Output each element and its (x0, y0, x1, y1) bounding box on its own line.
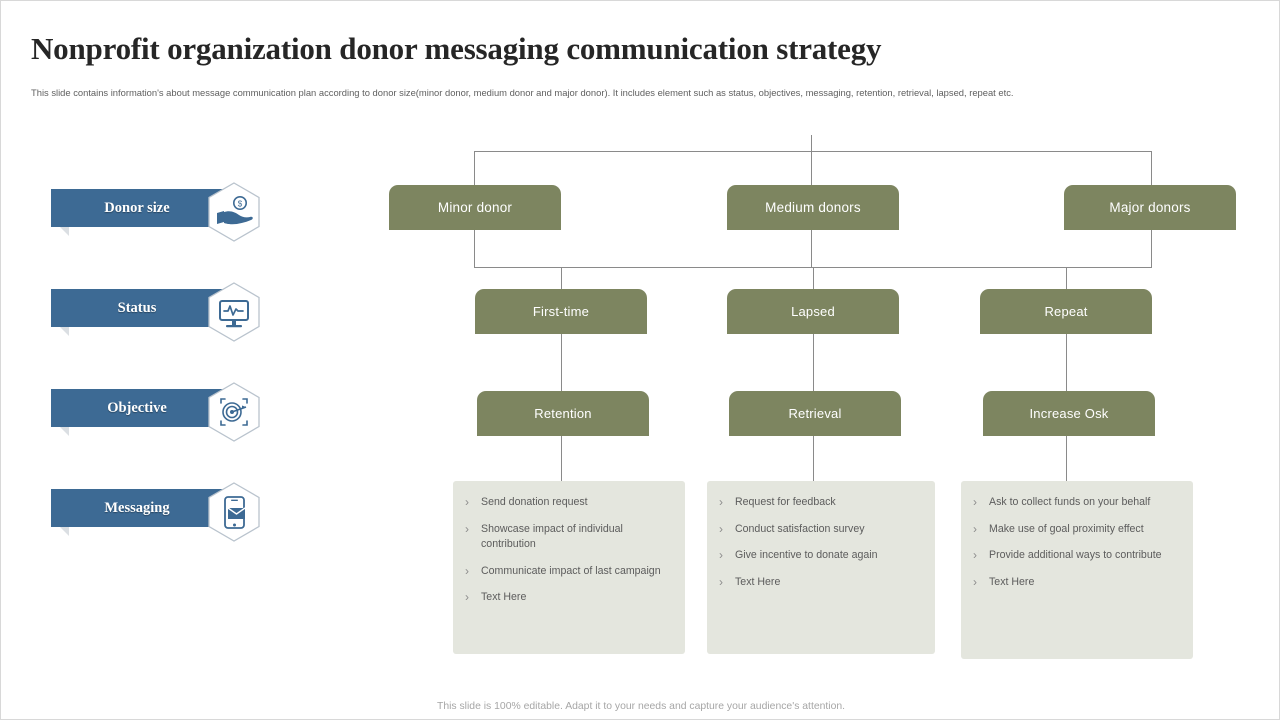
node-status-repeat[interactable]: Repeat (980, 289, 1152, 334)
node-status-lapsed[interactable]: Lapsed (727, 289, 899, 334)
list-item-label: Give incentive to donate again (735, 549, 878, 561)
sidebar-item-label: Objective (107, 399, 167, 416)
chevron-right-icon: › (465, 563, 469, 578)
connector-top-bus (474, 151, 1152, 152)
connector-l3-right (1066, 334, 1067, 391)
sidebar-item-objective[interactable]: Objective (51, 381, 276, 443)
list-item-label: Provide additional ways to contribute (989, 549, 1162, 561)
connector-top-left (474, 151, 475, 185)
list-item-label: Send donation request (481, 496, 588, 508)
hand-holding-dollar-icon: $ (203, 181, 265, 243)
list-item[interactable]: › Give incentive to donate again (719, 548, 923, 564)
list-item[interactable]: › Text Here (973, 575, 1181, 591)
list-item-label: Make use of goal proximity effect (989, 522, 1144, 535)
sidebar-item-label: Messaging (104, 499, 170, 516)
node-donor-size-medium[interactable]: Medium donors (727, 185, 899, 230)
connector-l1-down-mid (811, 230, 812, 267)
list-item[interactable]: › Provide additional ways to contribute (973, 548, 1181, 564)
ribbon-shape (51, 489, 237, 536)
connector-top-right (1151, 151, 1152, 185)
connector-panel-left (561, 436, 562, 481)
connector-l1-down-left (474, 230, 475, 267)
node-donor-size-major[interactable]: Major donors (1064, 185, 1236, 230)
ribbon-shape (51, 189, 237, 236)
connector-l3-left (561, 334, 562, 391)
slide-footer-note: This slide is 100% editable. Adapt it to… (436, 701, 846, 712)
list-item-label: Showcase impact of individual contributi… (481, 522, 623, 551)
list-item[interactable]: › Ask to collect funds on your behalf (973, 495, 1181, 511)
page-subtitle: This slide contains information's about … (31, 87, 1014, 98)
node-objective-retention[interactable]: Retention (477, 391, 649, 436)
list-item[interactable]: › Make use of goal proximity effect (973, 522, 1181, 538)
messaging-panel-medium: › Request for feedback › Conduct satisfa… (707, 481, 935, 654)
connector-l1-down-right (1151, 230, 1152, 267)
node-objective-increase-osk[interactable]: Increase Osk (983, 391, 1155, 436)
connector-panel-right (1066, 436, 1067, 481)
chevron-right-icon: › (973, 495, 977, 509)
list-item-label: Text Here (481, 591, 527, 603)
messaging-panel-major: › Ask to collect funds on your behalf › … (961, 481, 1193, 659)
ribbon-shape (51, 389, 237, 436)
chevron-right-icon: › (465, 521, 469, 536)
connector-panel-mid (813, 436, 814, 481)
page-title: Nonprofit organization donor messaging c… (31, 31, 882, 66)
monitor-pulse-icon (203, 281, 265, 343)
connector-l3-mid (813, 334, 814, 391)
sidebar-item-label: Status (117, 299, 157, 316)
sidebar-item-messaging[interactable]: Messaging (51, 481, 276, 543)
chevron-right-icon: › (719, 574, 723, 589)
list-item[interactable]: › Showcase impact of individual contribu… (465, 522, 673, 553)
node-objective-retrieval[interactable]: Retrieval (729, 391, 901, 436)
chevron-right-icon: › (719, 495, 723, 509)
chevron-right-icon: › (973, 548, 977, 562)
phone-envelope-icon (203, 481, 265, 543)
list-item[interactable]: › Communicate impact of last campaign (465, 564, 673, 580)
connector-l2-drop-mid (813, 267, 814, 289)
list-item-label: Communicate impact of last campaign (481, 564, 661, 577)
chevron-right-icon: › (973, 574, 977, 589)
chevron-right-icon: › (465, 495, 469, 509)
node-status-first-time[interactable]: First-time (475, 289, 647, 334)
list-item[interactable]: › Text Here (719, 575, 923, 591)
list-item-label: Text Here (989, 575, 1035, 588)
chevron-right-icon: › (465, 590, 469, 604)
list-item[interactable]: › Send donation request (465, 495, 673, 511)
sidebar-item-status[interactable]: Status (51, 281, 276, 343)
chevron-right-icon: › (973, 521, 977, 536)
chevron-right-icon: › (719, 548, 723, 562)
connector-root-stub (811, 135, 812, 152)
connector-l2-drop-right (1066, 267, 1067, 289)
list-item-label: Conduct satisfaction survey (735, 522, 865, 535)
messaging-panel-minor: › Send donation request › Showcase impac… (453, 481, 685, 654)
list-item[interactable]: › Conduct satisfaction survey (719, 522, 923, 538)
connector-top-mid (811, 151, 812, 185)
sidebar-item-label: Donor size (104, 199, 170, 216)
connector-l2-drop-left (561, 267, 562, 289)
chevron-right-icon: › (719, 521, 723, 536)
list-item-label: Request for feedback (735, 496, 836, 508)
svg-text:$: $ (238, 199, 243, 208)
sidebar-item-donor-size[interactable]: Donor size $ (51, 181, 276, 243)
target-arrow-icon (203, 381, 265, 443)
node-donor-size-minor[interactable]: Minor donor (389, 185, 561, 230)
list-item[interactable]: › Text Here (465, 590, 673, 606)
ribbon-shape (51, 289, 237, 336)
list-item-label: Ask to collect funds on your behalf (989, 496, 1151, 508)
list-item[interactable]: › Request for feedback (719, 495, 923, 511)
list-item-label: Text Here (735, 575, 781, 588)
